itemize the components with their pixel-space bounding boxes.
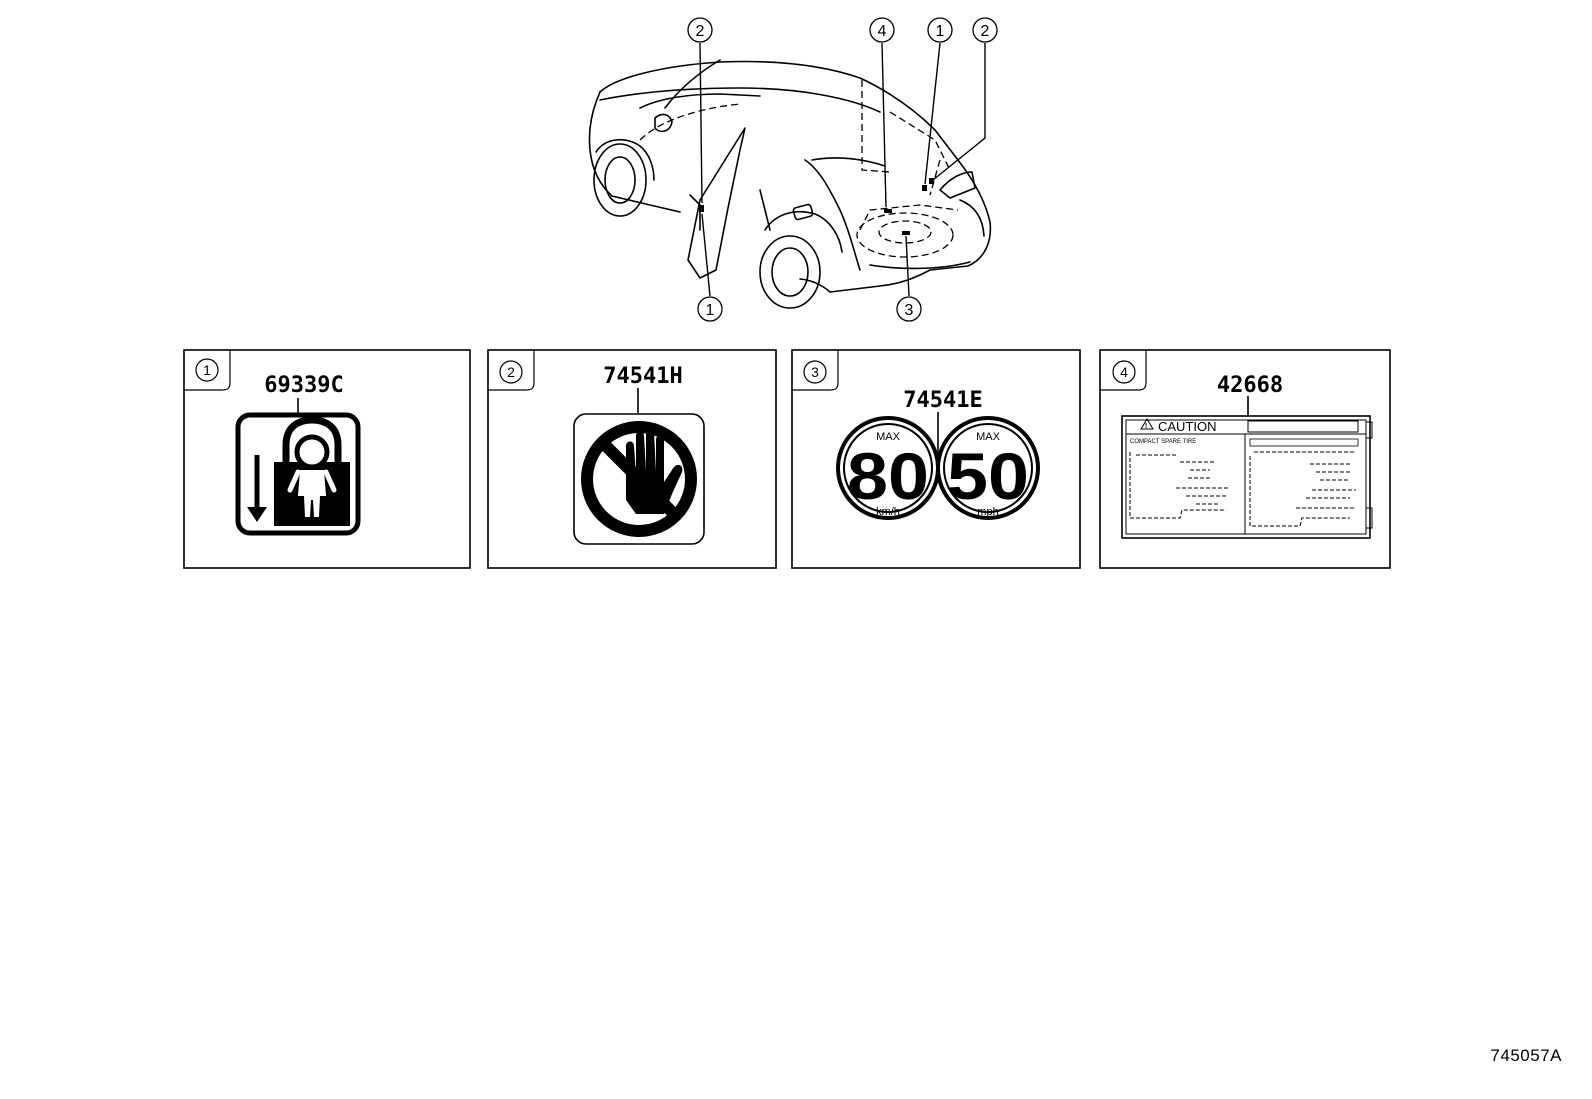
svg-text:1: 1 — [706, 302, 715, 319]
warning-triangle-icon — [1140, 418, 1154, 430]
leader-lines — [699, 42, 986, 297]
label-panel-4: 4 42668 ! CAUTION COMPACT SPARE TIRE — [1099, 349, 1391, 569]
reference-code: 745057A — [1490, 1046, 1562, 1065]
svg-text:2: 2 — [981, 23, 990, 40]
panel-index: 2 — [507, 364, 515, 380]
speed-unit-mph: mph — [977, 506, 998, 518]
callout-4: 4 — [869, 17, 895, 43]
vehicle-illustration — [588, 59, 992, 309]
caution-text-lines — [1129, 451, 1356, 527]
speed-unit-kmh: km/h — [876, 506, 900, 518]
caution-title: CAUTION — [1158, 419, 1217, 434]
svg-text:2: 2 — [696, 23, 705, 40]
child-lock-icon — [235, 412, 361, 536]
panel-index-badge — [499, 360, 523, 384]
no-hand-icon — [573, 413, 705, 545]
part-number: 69339C — [264, 373, 343, 398]
speed-limit-icon: MAX 80 km/h MAX 50 mph — [836, 416, 1040, 520]
svg-text:4: 4 — [878, 23, 887, 40]
caution-subtitle: COMPACT SPARE TIRE — [1130, 439, 1196, 445]
panel-index-badge — [195, 358, 219, 382]
speed-max-left: MAX — [876, 431, 901, 443]
speed-value-kmh: 80 — [847, 439, 929, 513]
part-number: 74541E — [903, 388, 982, 413]
panel-index: 3 — [811, 364, 819, 380]
panel-index: 1 — [203, 362, 211, 378]
panel-index-badge — [1112, 360, 1136, 384]
callout-1-bottom: 1 — [697, 296, 723, 322]
speed-value-mph: 50 — [947, 439, 1029, 513]
speed-max-right: MAX — [976, 431, 1001, 443]
part-number: 42668 — [1217, 373, 1283, 398]
label-panel-2: 2 74541H — [487, 349, 777, 569]
callout-markers: 2 4 1 2 1 3 — [687, 17, 998, 322]
panel-index: 4 — [1120, 364, 1128, 380]
callout-2-left: 2 — [687, 17, 713, 43]
callout-3-bottom: 3 — [896, 296, 922, 322]
svg-text:1: 1 — [936, 23, 945, 40]
caution-label-icon: ! CAUTION COMPACT SPARE TIRE — [1121, 415, 1373, 539]
callout-2-right: 2 — [972, 17, 998, 43]
svg-text:!: ! — [1145, 423, 1147, 430]
label-panel-1: 1 69339C — [183, 349, 471, 569]
callout-1-right: 1 — [927, 17, 953, 43]
label-panel-3: 3 74541E MAX 80 km/h MAX 50 mph — [791, 349, 1081, 569]
part-number: 74541H — [603, 364, 682, 389]
svg-text:3: 3 — [905, 302, 914, 319]
panel-index-badge — [803, 360, 827, 384]
vehicle-hidden-lines — [639, 80, 959, 258]
sticker-markers — [699, 178, 934, 235]
